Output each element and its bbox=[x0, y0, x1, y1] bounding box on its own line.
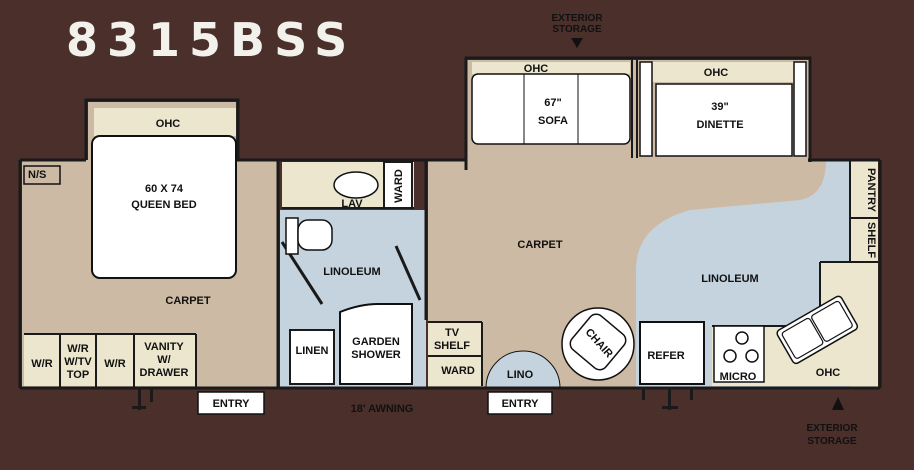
wardrobe-cabinets bbox=[24, 334, 196, 386]
exterior-storage-bottom-line1: EXTERIOR bbox=[806, 423, 858, 434]
garden-shower bbox=[339, 303, 413, 385]
entry-left-label: ENTRY bbox=[213, 398, 251, 410]
lino-label: LINO bbox=[507, 369, 534, 381]
wr1-label: W/R bbox=[31, 358, 52, 370]
linoleum-bath-label: LINOLEUM bbox=[323, 266, 380, 278]
awning-label: 18' AWNING bbox=[351, 403, 414, 415]
ohc-dinette-cabinet bbox=[650, 62, 798, 82]
stabilizer-jacks bbox=[132, 388, 693, 410]
ohc-bedroom-cabinet bbox=[94, 108, 236, 136]
carpet-bedroom-label: CARPET bbox=[165, 295, 211, 307]
entry-right-label: ENTRY bbox=[502, 398, 540, 410]
ns-label: N/S bbox=[28, 169, 46, 181]
model-title: 8315BSS bbox=[66, 13, 356, 67]
dinette bbox=[639, 61, 807, 157]
ward-entry-label: WARD bbox=[441, 365, 475, 377]
toilet bbox=[285, 217, 333, 255]
wrtv-label-3: TOP bbox=[67, 369, 89, 381]
wrtv-label-2: W/TV bbox=[64, 356, 92, 368]
pantry-label: PANTRY bbox=[865, 168, 877, 213]
ohc-dinette-label: OHC bbox=[704, 67, 729, 79]
linoleum-kitchen-label: LINOLEUM bbox=[701, 273, 758, 285]
sofa-label: SOFA bbox=[538, 115, 568, 127]
vanity-label-2: W/ bbox=[157, 354, 170, 366]
ohc-sofa-label: OHC bbox=[524, 63, 549, 75]
nightstand bbox=[23, 165, 61, 185]
carpet-living-label: CARPET bbox=[517, 239, 563, 251]
bed-size-label: 60 X 74 bbox=[145, 183, 184, 195]
entry-door-left bbox=[197, 391, 265, 415]
chair bbox=[561, 307, 635, 381]
entry-door-right bbox=[487, 391, 553, 415]
ward-bath-label: WARD bbox=[393, 169, 405, 203]
refrigerator bbox=[639, 321, 705, 385]
arrow-up-icon bbox=[832, 397, 844, 410]
sofa bbox=[471, 73, 631, 145]
dinette-label: DINETTE bbox=[696, 119, 743, 131]
burner-icon bbox=[723, 349, 737, 363]
stove bbox=[713, 325, 765, 383]
vanity-label-3: DRAWER bbox=[140, 367, 189, 379]
tv-shelf-cabinet bbox=[428, 322, 482, 386]
exterior-storage-top-line1: EXTERIOR bbox=[551, 13, 603, 24]
exterior-storage-top-line2: STORAGE bbox=[552, 24, 602, 35]
kitchen-sink bbox=[776, 295, 859, 365]
tv-label: TV bbox=[445, 327, 460, 339]
sofa-size-label: 67" bbox=[544, 97, 561, 109]
ohc-kitchen-label: OHC bbox=[816, 367, 841, 379]
wrtv-label-1: W/R bbox=[67, 343, 88, 355]
refer-label: REFER bbox=[647, 350, 684, 362]
wr2-label: W/R bbox=[104, 358, 125, 370]
ohc-sofa-cabinet bbox=[472, 62, 630, 74]
queen-bed bbox=[91, 135, 237, 279]
shelf-label: SHELF bbox=[865, 222, 877, 258]
queen-bed-label: QUEEN BED bbox=[131, 199, 196, 211]
tv-shelf-label: SHELF bbox=[434, 340, 470, 352]
shower-label: SHOWER bbox=[351, 349, 401, 361]
lav-label: LAV bbox=[341, 198, 363, 210]
micro-label: MICRO bbox=[720, 371, 757, 383]
garden-label: GARDEN bbox=[352, 336, 400, 348]
arrow-down-icon bbox=[571, 38, 583, 48]
exterior-storage-bottom-line2: STORAGE bbox=[807, 436, 857, 447]
burner-icon bbox=[735, 331, 749, 345]
vanity-label-1: VANITY bbox=[144, 341, 184, 353]
linen-label: LINEN bbox=[296, 345, 329, 357]
ohc-bedroom-label: OHC bbox=[156, 118, 181, 130]
entry-lino bbox=[485, 350, 561, 389]
dinette-size-label: 39" bbox=[711, 101, 728, 113]
burner-icon bbox=[745, 349, 759, 363]
lav-sink bbox=[333, 171, 379, 199]
